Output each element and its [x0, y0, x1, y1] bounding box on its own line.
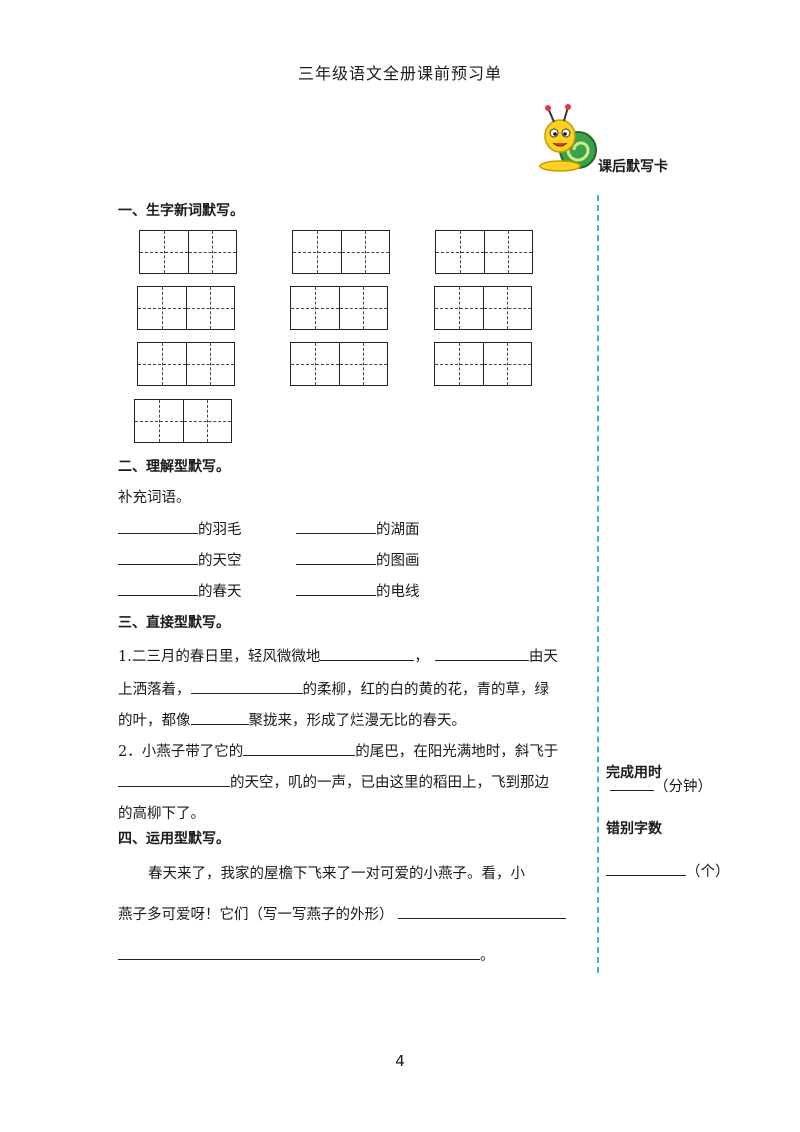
writing-grid[interactable] [134, 399, 232, 443]
error-label: 错别字数 [606, 821, 662, 837]
fill-blank-item: 的羽毛 [118, 518, 242, 539]
section3-heading: 三、直接型默写。 [118, 615, 230, 631]
answer-blank[interactable] [397, 904, 566, 919]
q2-line1: 2．小燕子带了它的的尾巴，在阳光满地时，斜飞于 [118, 740, 558, 761]
writing-grid[interactable] [434, 286, 532, 330]
time-label: 完成用时 [606, 765, 662, 781]
q1-line3: 的叶，都像聚拢来，形成了烂漫无比的春天。 [118, 709, 466, 730]
snail-mascot-icon [539, 104, 597, 172]
answer-blank[interactable] [190, 710, 249, 725]
answer-blank[interactable] [118, 581, 198, 596]
writing-grid[interactable] [139, 230, 237, 274]
fill-blank-item: 的图画 [296, 549, 420, 570]
writing-grid[interactable] [434, 342, 532, 386]
error-count-input[interactable] [606, 861, 686, 876]
writing-grid[interactable] [137, 342, 235, 386]
q2-line3: 的高柳下了。 [118, 806, 205, 822]
section1-heading: 一、生字新词默写。 [118, 203, 244, 219]
time-field: （分钟） [610, 775, 712, 796]
writing-grid[interactable] [292, 230, 390, 274]
writing-grid[interactable] [435, 230, 533, 274]
fill-blank-item: 的湖面 [296, 518, 420, 539]
section2-heading: 二、理解型默写。 [118, 459, 230, 475]
answer-blank[interactable] [320, 646, 415, 661]
card-label: 课后默写卡 [598, 159, 668, 175]
section4-paragraph-line3: 。 [118, 944, 495, 965]
q1-line1: 1.二三月的春日里，轻风微微地，由天 [118, 645, 558, 666]
writing-grid[interactable] [290, 342, 388, 386]
section2-instruction: 补充词语。 [118, 490, 191, 506]
time-input[interactable] [610, 776, 654, 791]
q2-line2: 的天空，叽的一声，已由这里的稻田上，飞到那边 [118, 771, 549, 792]
section4-paragraph-line1: 春天来了，我家的屋檐下飞来了一对可爱的小燕子。看，小 [148, 866, 525, 882]
dashed-divider [597, 195, 599, 973]
writing-grid[interactable] [290, 286, 388, 330]
fill-blank-item: 的天空 [118, 549, 242, 570]
fill-blank-item: 的春天 [118, 580, 242, 601]
answer-blank[interactable] [118, 945, 480, 960]
answer-blank[interactable] [118, 772, 230, 787]
page-number: 4 [395, 1052, 405, 1070]
section4-paragraph-line2: 燕子多可爱呀！它们（写一写燕子的外形） [118, 903, 566, 924]
page-title: 三年级语文全册课前预习单 [297, 64, 502, 83]
fill-blank-item: 的电线 [296, 580, 420, 601]
answer-blank[interactable] [118, 550, 198, 565]
section4-heading: 四、运用型默写。 [118, 831, 230, 847]
answer-blank[interactable] [434, 646, 529, 661]
answer-blank[interactable] [190, 679, 303, 694]
answer-blank[interactable] [118, 519, 198, 534]
answer-blank[interactable] [296, 519, 376, 534]
q1-line2: 上洒落着，的柔柳，红的白的黄的花，青的草，绿 [118, 678, 549, 699]
answer-blank[interactable] [243, 741, 356, 756]
answer-blank[interactable] [296, 550, 376, 565]
answer-blank[interactable] [296, 581, 376, 596]
writing-grid[interactable] [137, 286, 235, 330]
error-field: （个） [606, 860, 730, 881]
